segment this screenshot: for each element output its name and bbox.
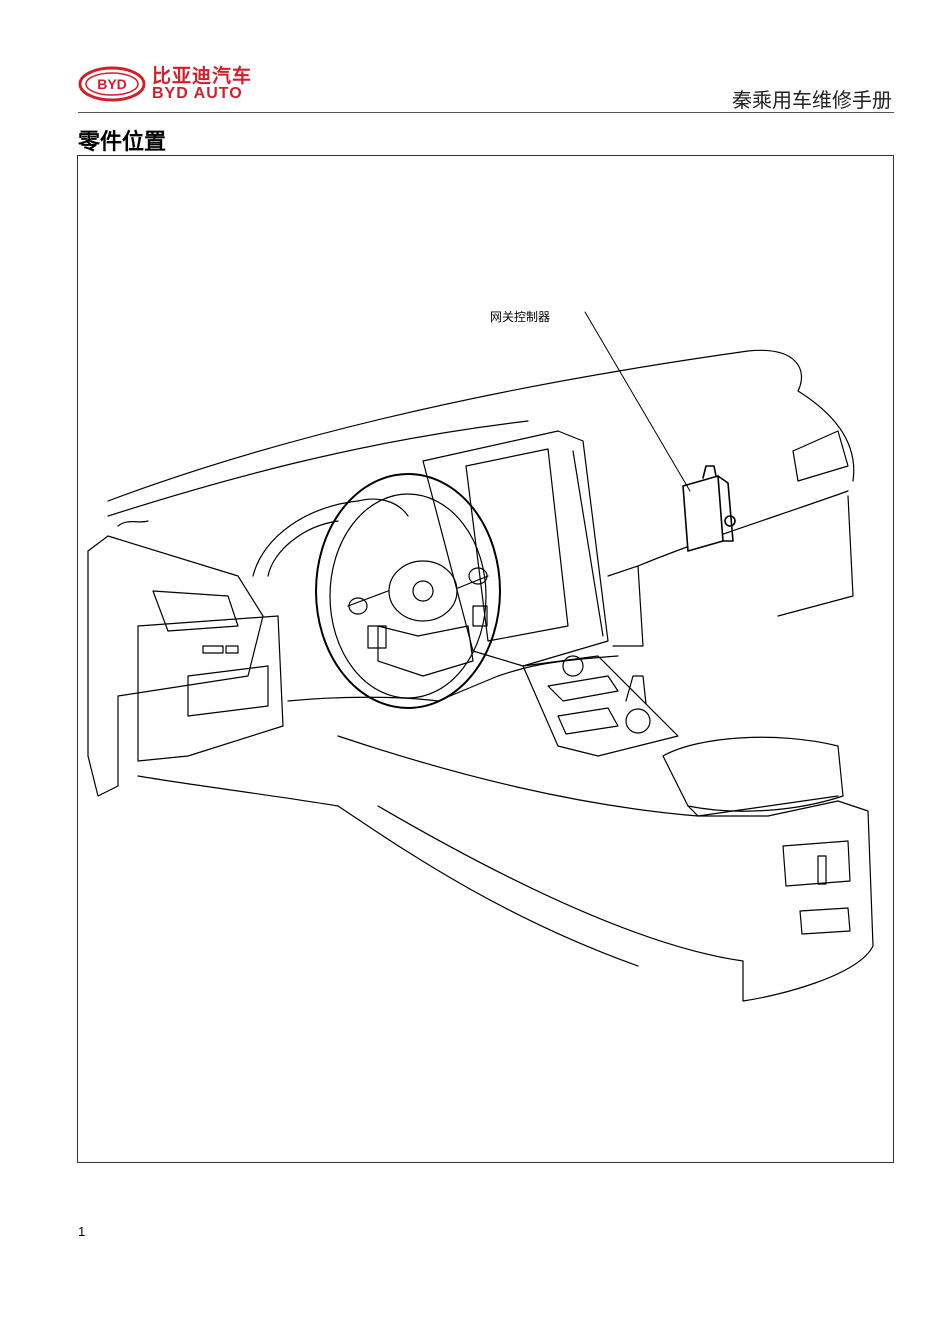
manual-title: 秦乘用车维修手册: [732, 88, 892, 112]
page-number: 1: [78, 1224, 86, 1239]
logo-mark-text: BYD: [97, 76, 127, 92]
callout-leader-line: [584, 311, 691, 492]
center-display: [422, 430, 609, 667]
byd-logo: BYD: [78, 66, 146, 102]
callout-label-gateway-controller: 网关控制器: [490, 310, 551, 324]
dashboard-illustration: [87, 311, 874, 1002]
logo-brand-en: BYD AUTO: [152, 85, 243, 102]
component-location-figure: 网关控制器: [77, 155, 894, 1163]
center-armrest: [662, 736, 844, 812]
steering-wheel: [315, 473, 501, 709]
header-divider: [78, 112, 894, 113]
logo-brand-cn: 比亚迪汽车: [152, 65, 253, 87]
section-title: 零件位置: [78, 130, 167, 155]
gateway-controller-module: [682, 465, 736, 552]
